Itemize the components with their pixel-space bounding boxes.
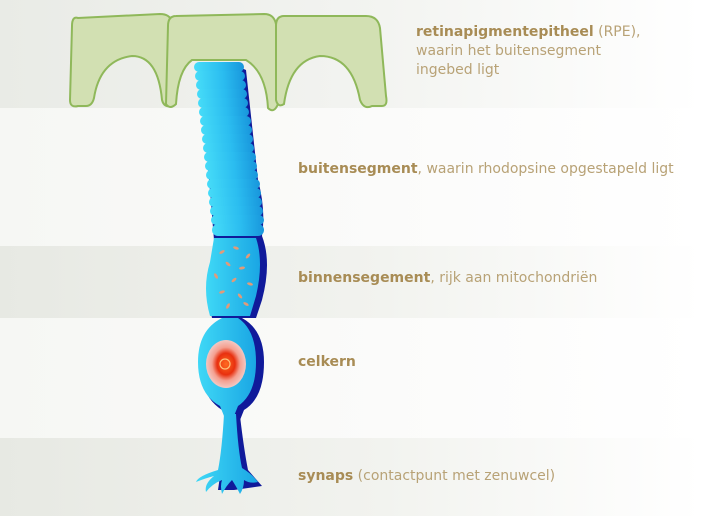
label-rpe-desc-3: ingebed ligt (416, 62, 500, 78)
rpe-cell-right (275, 15, 388, 109)
label-nucleus-term: celkern (298, 354, 356, 370)
label-rpe-term: retinapigmentepitheel (416, 24, 594, 40)
cell-body (198, 318, 264, 420)
synapse (196, 414, 262, 494)
background-band-nucleus (0, 318, 701, 438)
mitochondria (214, 246, 253, 309)
rpe-layer (68, 12, 388, 112)
label-outer-segment-desc: , waarin rhodopsine opgestapeld ligt (417, 161, 674, 177)
label-inner-segment-desc: , rijk aan mitochondriën (430, 270, 598, 286)
label-rpe: retinapigmentepitheel (RPE), waarin het … (416, 23, 641, 80)
background-band-outer-segment (0, 108, 701, 246)
label-rpe-desc-2: waarin het buitensegment (416, 43, 602, 59)
nucleus (206, 340, 246, 388)
label-inner-segment-term: binnensegement (298, 270, 431, 286)
rhodopsine-discs (194, 62, 264, 236)
label-inner-segment: binnensegement, rijk aan mitochondriën (298, 269, 597, 288)
label-synapse-desc: (contactpunt met zenuwcel) (353, 468, 556, 484)
label-synapse-term: synaps (298, 468, 354, 484)
inner-segment (206, 236, 267, 318)
rpe-cell-left (68, 12, 173, 108)
outer-segment (194, 62, 264, 240)
background-band-inner-segment (0, 246, 701, 318)
label-outer-segment-term: buitensegment (298, 161, 418, 177)
label-outer-segment: buitensegment, waarin rhodopsine opgesta… (298, 160, 674, 179)
label-rpe-desc-1: (RPE), (593, 24, 641, 40)
background-band-synapse (0, 438, 701, 516)
label-synapse: synaps (contactpunt met zenuwcel) (298, 467, 555, 486)
label-nucleus: celkern (298, 353, 356, 372)
